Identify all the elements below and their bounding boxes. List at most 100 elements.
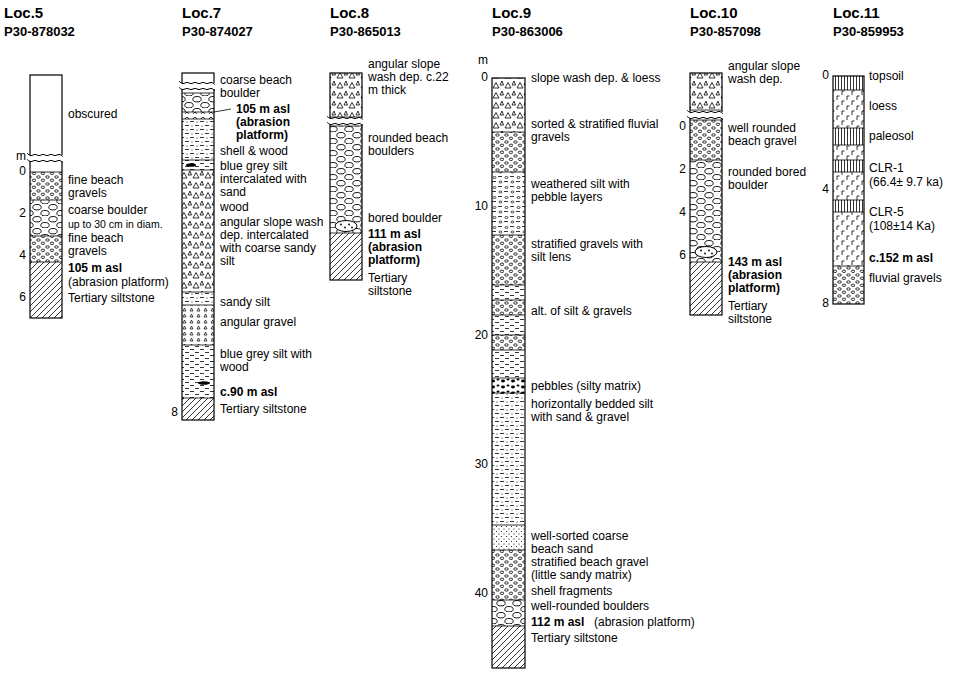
layer-label: pebbles (silty matrix): [531, 379, 641, 393]
label-slot: P30-859953: [833, 24, 943, 40]
label-slot: (108±14 Ka): [869, 220, 951, 233]
label-slot: 0: [662, 120, 686, 133]
label-slot: blue grey silt intercalated with sand: [220, 160, 325, 199]
strat-column: [27, 75, 65, 318]
label-slot: Tertiary siltstone: [68, 292, 168, 305]
layer-ground: [833, 266, 864, 304]
layer-label: (abrasion platform): [594, 615, 695, 629]
layer-label: alt. of silt & gravels: [531, 304, 632, 318]
grid-reference: P30-874027: [182, 24, 253, 39]
label-slot: Loc.10: [690, 4, 780, 22]
layer-ground: [833, 160, 864, 172]
depth-number: 4: [679, 205, 686, 219]
layer-label: Tertiary siltstone: [220, 402, 307, 416]
layer-ground: [492, 285, 525, 300]
layer-boundary: [690, 120, 722, 121]
layer-boundary: [182, 112, 214, 113]
layer-pattern: [833, 76, 864, 90]
label-slot: alt. of silt & gravels: [531, 305, 661, 318]
label-slot: P30-878032: [4, 24, 114, 40]
layer-ground: [182, 93, 214, 112]
layer-pattern: [492, 525, 525, 550]
label-slot: well-rounded boulders: [531, 600, 661, 613]
label-slot: 2: [662, 163, 686, 176]
depth-number: 2: [679, 162, 686, 176]
layer-pattern: [492, 335, 525, 350]
label-slot: 6: [662, 249, 686, 262]
layer-boundary: [182, 160, 214, 161]
layer-ground: [492, 300, 525, 315]
layer-boundary: [182, 170, 214, 171]
bore-hole: [708, 250, 710, 252]
label-slot: fluvial gravels: [869, 272, 951, 285]
layer-pattern: [833, 266, 864, 304]
layer-pattern: [182, 398, 214, 420]
layer-boundary: [492, 525, 525, 526]
bored-boulder: [335, 221, 357, 232]
bore-hole: [351, 227, 353, 229]
label-slot: Tertiary siltstone: [220, 403, 325, 416]
layer-boundary: [492, 172, 525, 173]
layer-ground: [492, 626, 525, 668]
layer-pattern: [492, 393, 525, 525]
bore-hole: [340, 224, 342, 226]
layer-label: Tertiary siltstone: [368, 271, 412, 298]
layer-label: 143 m asl (abrasion platform): [728, 255, 782, 295]
label-slot: m: [464, 54, 488, 67]
layer-ground: [833, 172, 864, 200]
strat-column: [327, 73, 365, 280]
label-slot: 4: [6, 249, 26, 262]
break-line: [327, 116, 363, 120]
layer-boundary: [30, 172, 62, 173]
locality-title: Loc.10: [690, 4, 738, 21]
layer-boundary: [492, 378, 525, 379]
label-slot: CLR-1: [869, 162, 951, 175]
layer-pattern: [833, 128, 864, 145]
layer-ground: [330, 233, 362, 280]
label-slot: 6: [6, 291, 26, 304]
label-slot: 4: [662, 206, 686, 219]
layer-label: fine beach gravels: [68, 231, 123, 258]
layer-ground: [182, 170, 214, 292]
layer-ground: [182, 292, 214, 305]
label-slot: well-sorted coarse beach sand: [531, 530, 661, 556]
bore-hole: [711, 253, 713, 255]
label-slot: Loc.5: [4, 4, 94, 22]
layer-pattern: [330, 233, 362, 280]
layer-label: Tertiary siltstone: [531, 631, 618, 645]
label-slot: rounded bored boulder: [728, 166, 813, 192]
label-slot: Loc.9: [492, 4, 582, 22]
layer-label: c.90 m asl: [220, 385, 277, 399]
layer-label: shell fragments: [531, 584, 612, 598]
label-slot: Loc.8: [330, 4, 420, 22]
layer-pattern: [30, 262, 62, 318]
layer-pattern: [690, 160, 722, 262]
depth-number: 0: [19, 164, 26, 178]
layer-ground: [30, 262, 62, 318]
layer-ground: [492, 393, 525, 525]
label-slot: Loc.11: [833, 4, 923, 22]
grid-reference: P30-859953: [833, 24, 904, 39]
layer-pattern: [182, 93, 214, 112]
layer-label: 112 m asl: [531, 615, 584, 629]
label-slot: 143 m asl (abrasion platform): [728, 256, 813, 295]
layer-label: rounded beach boulders: [368, 131, 448, 158]
layer-boundary: [182, 119, 214, 120]
break-line: [687, 116, 723, 120]
layer-ground: [182, 305, 214, 345]
layer-ground: [492, 78, 525, 132]
depth-number: 6: [679, 248, 686, 262]
layer-pattern: [833, 145, 864, 160]
label-slot: sandy silt: [220, 296, 325, 309]
wood-fragment: [198, 381, 210, 385]
layer-pattern: [833, 200, 864, 212]
strat-column: [687, 73, 725, 315]
depth-number: 8: [171, 405, 178, 419]
layer-ground: [330, 126, 362, 233]
layer-ground: [492, 550, 525, 600]
layer-label: topsoil: [869, 69, 904, 83]
layer-boundary: [833, 128, 864, 129]
layer-label: Tertiary siltstone: [68, 291, 155, 305]
layer-ground: [182, 119, 214, 160]
layer-pattern: [182, 119, 214, 160]
